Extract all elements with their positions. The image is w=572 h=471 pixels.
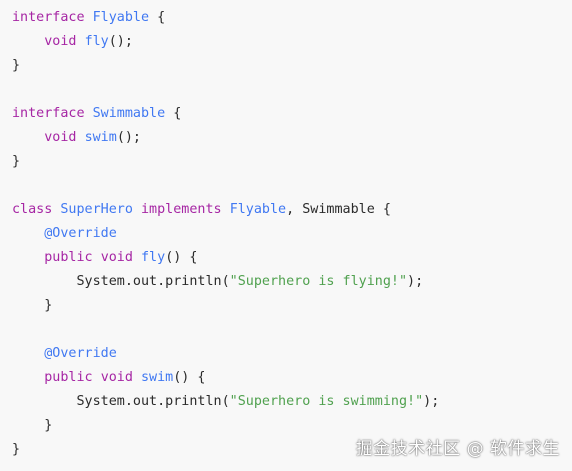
code-token-ann: @Override [44,346,117,361]
code-token-kw: void [44,130,77,145]
code-line [12,318,439,342]
code-line: void swim(); [12,126,439,150]
code-line: } [12,54,439,78]
code-line: @Override [12,342,439,366]
code-token-plain: , Swimmable { [286,202,391,217]
code-token-plain: ); [423,394,440,409]
code-token-plain [12,250,44,265]
code-line: } [12,150,439,174]
code-token-plain: () { [165,250,198,265]
code-line: interface Swimmable { [12,102,439,126]
code-line: } [12,294,439,318]
code-token-type: Flyable [92,10,150,25]
code-token-plain [85,106,93,121]
code-token-plain [93,370,101,385]
code-token-kw: interface [12,10,85,25]
code-line: System.out.println("Superhero is flying!… [12,270,439,294]
code-token-kw: public [44,370,93,385]
watermark-text: 掘金技术社区 @ 软件求生 [355,439,560,459]
code-token-ann: @Override [44,226,117,241]
code-token-plain [12,370,44,385]
code-token-fn: swim [141,370,174,385]
code-token-plain: System.out.println( [12,274,230,289]
code-token-str: "Superhero is flying!" [229,274,408,289]
code-token-kw: interface [12,106,85,121]
code-token-kw: public [44,250,93,265]
code-token-fn: swim [84,130,117,145]
code-token-plain [85,10,93,25]
code-token-plain [12,226,44,241]
code-token-plain: } [12,298,53,313]
code-line: class SuperHero implements Flyable, Swim… [12,198,439,222]
code-token-kw: implements [141,202,222,217]
code-token-fn: fly [141,250,166,265]
code-token-type: Swimmable [92,106,166,121]
code-token-plain [133,250,141,265]
code-token-plain [77,130,85,145]
code-token-plain: () { [173,370,206,385]
code-token-plain [222,202,230,217]
code-token-plain [93,250,101,265]
code-line: System.out.println("Superhero is swimmin… [12,390,439,414]
code-token-plain: } [12,442,21,457]
code-token-plain: { [149,10,166,25]
code-line [12,78,439,102]
code-line: public void swim() { [12,366,439,390]
code-token-plain [77,34,85,49]
code-token-type: Flyable [229,202,287,217]
code-token-type: SuperHero [60,202,133,217]
code-line: } [12,414,439,438]
code-token-str: "Superhero is swimming!" [229,394,424,409]
code-token-kw: class [12,202,53,217]
code-content: interface Flyable { void fly();} interfa… [12,6,439,462]
code-token-plain [133,370,141,385]
code-token-fn: fly [84,34,109,49]
code-token-plain: ); [407,274,424,289]
code-token-plain: System.out.println( [12,394,230,409]
code-token-plain: } [12,58,21,73]
code-token-kw: void [100,250,133,265]
code-line: public void fly() { [12,246,439,270]
code-line: interface Flyable { [12,6,439,30]
code-token-plain: { [165,106,182,121]
code-token-plain [12,130,44,145]
code-line [12,174,439,198]
code-line: } [12,438,439,462]
code-token-plain [133,202,141,217]
code-token-plain: } [12,154,21,169]
code-token-plain [12,346,44,361]
code-token-kw: void [44,34,77,49]
code-token-plain: (); [108,34,133,49]
code-token-plain [12,34,44,49]
code-token-plain: } [12,418,53,433]
code-line: @Override [12,222,439,246]
code-line: void fly(); [12,30,439,54]
code-token-plain: (); [116,130,141,145]
code-token-kw: void [100,370,133,385]
